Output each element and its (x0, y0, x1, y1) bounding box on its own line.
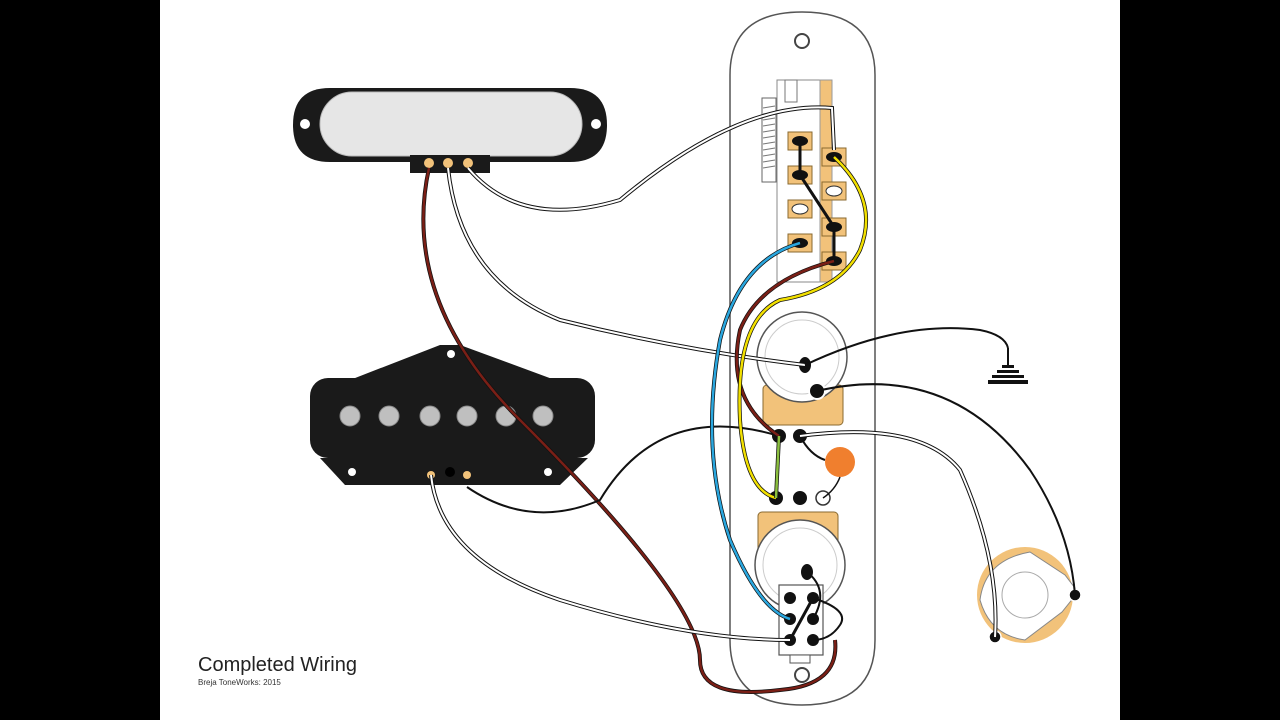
capacitor (799, 435, 855, 499)
wire-ground (804, 327, 1009, 366)
wire-tone-switch (806, 571, 822, 620)
neck-pickup (293, 88, 607, 173)
wire-bridge-black (466, 425, 780, 514)
bridge-pickup (310, 345, 595, 485)
diagram-canvas: Completed Wiring Breja ToneWorks: 2015 (160, 0, 1120, 720)
volume-pot (756, 311, 848, 445)
push-pull-switch (778, 584, 824, 664)
wire-jack-ground (816, 383, 1076, 596)
ground-symbol (988, 348, 1028, 384)
caption-credit: Breja ToneWorks: 2015 (198, 678, 281, 687)
3-way-switch (761, 79, 847, 283)
wiring-diagram (293, 11, 1082, 706)
tone-pot (754, 489, 846, 611)
caption-title: Completed Wiring (198, 654, 357, 676)
output-jack (977, 547, 1082, 644)
